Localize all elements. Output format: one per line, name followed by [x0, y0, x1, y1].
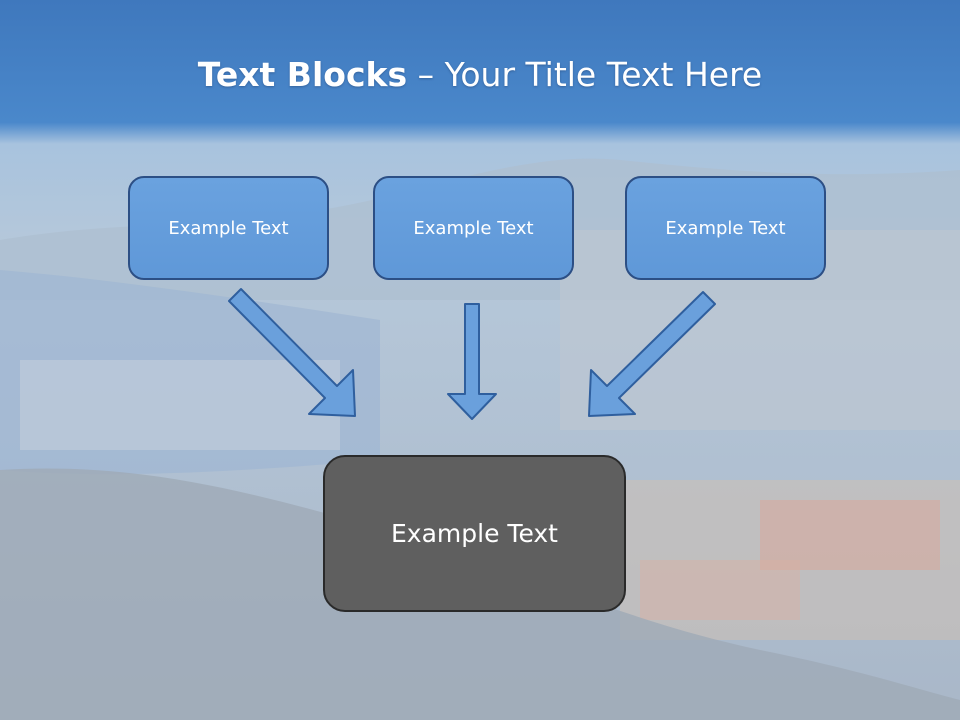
title-bold: Text Blocks	[197, 55, 408, 94]
text-block-3[interactable]: Example Text	[625, 176, 826, 280]
text-block-1[interactable]: Example Text	[128, 176, 329, 280]
title-rest: Your Title Text Here	[444, 55, 763, 94]
right-arrow-icon	[588, 291, 716, 417]
text-block-2[interactable]: Example Text	[373, 176, 574, 280]
text-block-2-label: Example Text	[413, 217, 534, 239]
center-arrow-icon	[447, 303, 497, 420]
result-block[interactable]: Example Text	[323, 455, 626, 612]
text-block-3-label: Example Text	[665, 217, 786, 239]
result-block-label: Example Text	[391, 519, 558, 548]
left-arrow-icon	[228, 288, 356, 417]
slide-title: Text Blocks – Your Title Text Here	[0, 50, 960, 100]
text-block-1-label: Example Text	[168, 217, 289, 239]
title-separator: –	[407, 55, 445, 94]
